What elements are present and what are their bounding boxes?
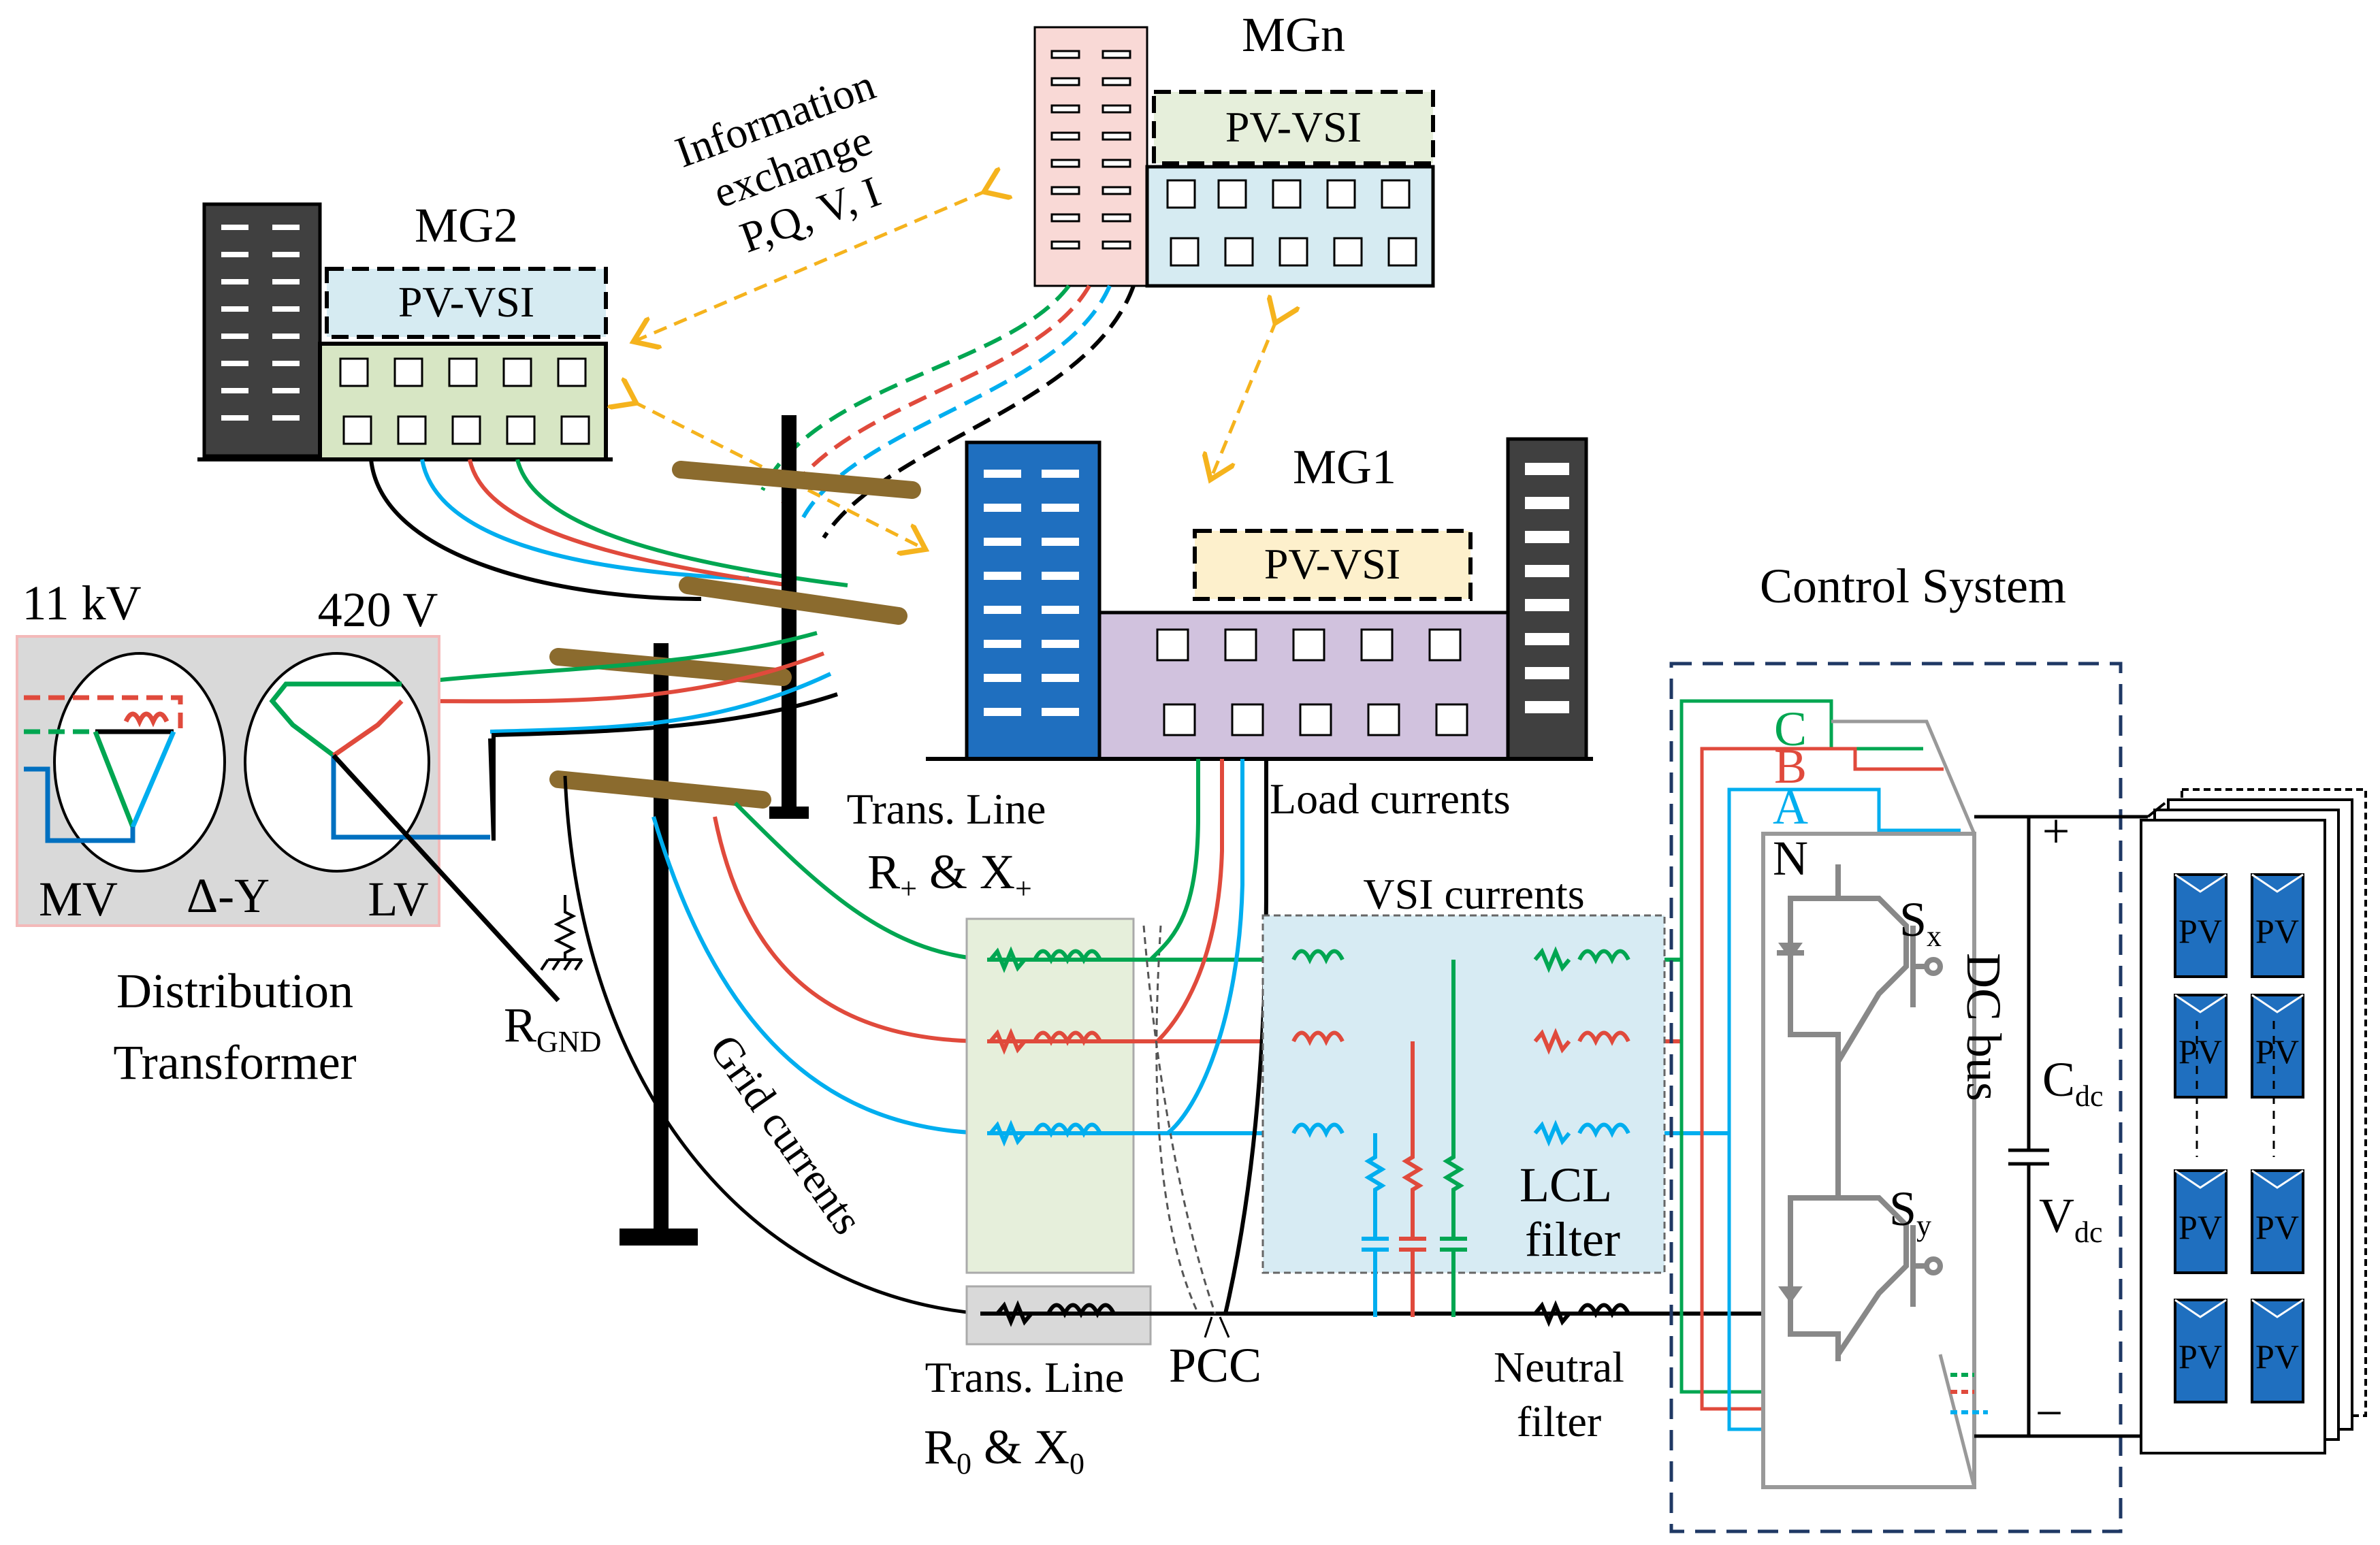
- vsi-currents-label: VSI currents: [1363, 870, 1584, 918]
- mv-voltage: 11 kV: [22, 576, 141, 630]
- mg2-house-windows: [339, 357, 590, 445]
- mgn-building: PV-VSI MGn: [1033, 7, 1435, 288]
- trans-line-pos-title: Trans. Line: [847, 785, 1046, 833]
- dc-plus-label: +: [2042, 804, 2070, 858]
- igbt-icon-lower: [1788, 1062, 1943, 1361]
- transformer-caption-2: Transformer: [113, 1035, 356, 1090]
- lcl-label-1: LCL: [1519, 1158, 1612, 1212]
- mgn-pv-vsi-label: PV-VSI: [1225, 103, 1362, 151]
- delta-winding: [24, 695, 183, 843]
- lcl-label-2: filter: [1525, 1212, 1620, 1267]
- trans-line-inductors: [988, 946, 1116, 1327]
- feeder-phase-curves: [652, 801, 988, 1135]
- mgn-house-windows: [1166, 179, 1417, 267]
- trans-line-pos-params: R+ & X+: [867, 845, 1032, 905]
- pv-panel-label: PV: [2255, 912, 2299, 950]
- mg2-tower: [202, 202, 322, 458]
- lcl-shunt-branches: [1362, 960, 1467, 1317]
- pv-panel-label: PV: [2255, 1337, 2299, 1376]
- mg1-pv-vsi-label: PV-VSI: [1264, 540, 1400, 588]
- phase-c-label: C: [1774, 702, 1807, 756]
- pv-panel-label: PV: [2178, 1208, 2222, 1246]
- pv-panels: PV PV PV PV PV PV PV PV: [2174, 873, 2304, 1403]
- load-currents-label: Load currents: [1270, 775, 1511, 823]
- inverter-leg: Sx Sy: [1761, 719, 1988, 1489]
- trans-line-pos-box: [965, 917, 1135, 1274]
- mg1-blue-tower-windows: [984, 470, 1079, 716]
- lv-voltage: 420 V: [318, 583, 438, 637]
- mg1-blue-tower: [965, 440, 1101, 761]
- dc-bus-label: DC bus: [1957, 953, 2011, 1101]
- grid-currents-wire: [563, 775, 981, 1316]
- trans-line-zero-params: R0 & X0: [924, 1420, 1084, 1480]
- distribution-transformer: 11 kV 420 V MV Δ-Y LV Distribution Trans…: [16, 576, 560, 1090]
- pv-panel-label: PV: [2255, 1032, 2299, 1071]
- ground-resistor-label: RGND: [504, 998, 601, 1058]
- control-system-title: Control System: [1760, 559, 2066, 613]
- mg1-pv-vsi-box: [1193, 529, 1473, 601]
- pv-panel-label: PV: [2178, 1032, 2222, 1071]
- load-current-wires: [1148, 759, 1268, 1314]
- pole-left: [549, 643, 792, 1246]
- mgn-pv-vsi-box: [1152, 90, 1435, 165]
- control-wires: [1679, 699, 1961, 1431]
- phase-a-label: A: [1773, 780, 1808, 834]
- dc-minus-label: −: [2036, 1386, 2063, 1440]
- mg1-building: PV-VSI MG1: [926, 437, 1593, 761]
- mv-label: MV: [39, 872, 118, 926]
- switch-sy-label: Sy: [1889, 1182, 1931, 1242]
- mg2-feeder-wires: [369, 459, 848, 601]
- pole-right-post: [782, 415, 797, 817]
- neutral-filter-label-1: Neutral: [1494, 1343, 1624, 1391]
- mg1-house-windows: [1156, 628, 1468, 736]
- pv-array: PV PV PV PV PV PV PV PV: [2140, 788, 2367, 1454]
- mgn-title: MGn: [1242, 7, 1345, 62]
- pole-right: [672, 415, 921, 819]
- lv-label: LV: [368, 872, 428, 926]
- pv-panel-label: PV: [2255, 1208, 2299, 1246]
- pole-left-post: [654, 643, 669, 1242]
- pcc-label: PCC: [1169, 1338, 1261, 1393]
- switch-sx-label: Sx: [1899, 892, 1942, 953]
- inverter-box: [1761, 832, 1976, 1489]
- pcc-marker: [1142, 925, 1217, 1314]
- inverter-phase-marks: [1950, 1373, 1988, 1414]
- cdc-label: Cdc: [2042, 1052, 2104, 1113]
- mg2-pv-vsi-box: [325, 267, 608, 339]
- mv-coil-circle: [53, 652, 226, 873]
- dc-bus: [1974, 815, 2148, 1438]
- mgn-tower-windows: [1050, 50, 1131, 250]
- connection-label: Δ-Y: [187, 868, 270, 923]
- pv-panel-label: PV: [2178, 912, 2222, 950]
- neutral-filter-label-2: filter: [1517, 1397, 1601, 1446]
- info-exchange-label: Information exchange P,Q, V, I: [669, 60, 886, 261]
- mg1-dark-tower-windows: [1525, 463, 1569, 713]
- transformer-caption-1: Distribution: [116, 964, 353, 1018]
- control-system-box: [1669, 662, 2123, 1533]
- mg1-title: MG1: [1293, 440, 1396, 494]
- vdc-label: Vdc: [2039, 1188, 2103, 1249]
- lcl-inductors: [1291, 946, 1630, 1327]
- trans-line-zero-title: Trans. Line: [925, 1353, 1125, 1401]
- transformer-pole-wires: [401, 631, 838, 841]
- lcl-filter-box: [1261, 914, 1666, 1274]
- ground-resistor: [540, 895, 583, 971]
- phase-b-label: B: [1774, 739, 1807, 794]
- mg2-title: MG2: [415, 198, 518, 253]
- neutral-label: N: [1773, 831, 1808, 885]
- mg2-pv-vsi-label: PV-VSI: [398, 278, 534, 326]
- pv-panel-label: PV: [2178, 1337, 2222, 1376]
- mg2-building: PV-VSI MG2: [197, 198, 613, 461]
- mg2-tower-windows: [221, 225, 300, 421]
- wye-winding: [269, 681, 560, 1003]
